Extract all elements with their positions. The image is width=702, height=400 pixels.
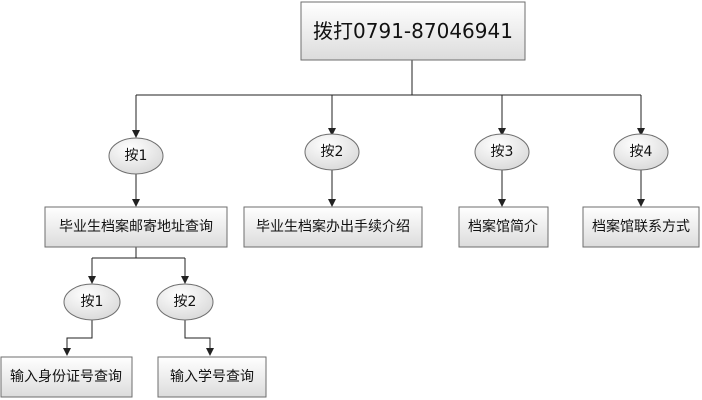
sub-key-node-1: 按1 <box>63 283 121 321</box>
root-label: 拨打0791-87046941 <box>313 19 513 43</box>
sub-key-label-1: 按1 <box>81 294 104 310</box>
connectors <box>63 60 645 356</box>
key-node-4: 按4 <box>613 133 669 171</box>
sub-target-label-1: 输入身份证号查询 <box>10 369 122 385</box>
key-label-1: 按1 <box>125 148 148 164</box>
target-label-1: 毕业生档案邮寄地址查询 <box>59 218 213 235</box>
key-label-4: 按4 <box>630 144 653 160</box>
connector-sub-key-2-to-target <box>184 320 214 356</box>
sub-key-node-2: 按2 <box>156 283 214 321</box>
target-node-1: 毕业生档案邮寄地址查询 <box>44 206 228 248</box>
root-node: 拨打0791-87046941 <box>300 1 526 61</box>
sub-target-label-2: 输入学号查询 <box>170 369 254 385</box>
target-label-4: 档案馆联系方式 <box>592 218 690 235</box>
target-node-2: 毕业生档案办出手续介绍 <box>243 206 423 248</box>
key-node-2: 按2 <box>304 133 360 171</box>
target-node-4: 档案馆联系方式 <box>582 206 700 248</box>
target-label-2: 毕业生档案办出手续介绍 <box>256 218 410 235</box>
sub-target-node-1: 输入身份证号查询 <box>0 356 133 398</box>
sub-target-node-2: 输入学号查询 <box>157 356 267 398</box>
key-node-1: 按1 <box>108 137 164 175</box>
key-node-3: 按3 <box>474 133 530 171</box>
key-label-3: 按3 <box>491 144 514 160</box>
key-label-2: 按2 <box>321 144 344 160</box>
target-label-3: 档案馆简介 <box>468 218 538 235</box>
connector-sub-key-1-to-target <box>63 320 93 356</box>
sub-key-label-2: 按2 <box>174 294 197 310</box>
target-node-3: 档案馆简介 <box>458 206 549 248</box>
